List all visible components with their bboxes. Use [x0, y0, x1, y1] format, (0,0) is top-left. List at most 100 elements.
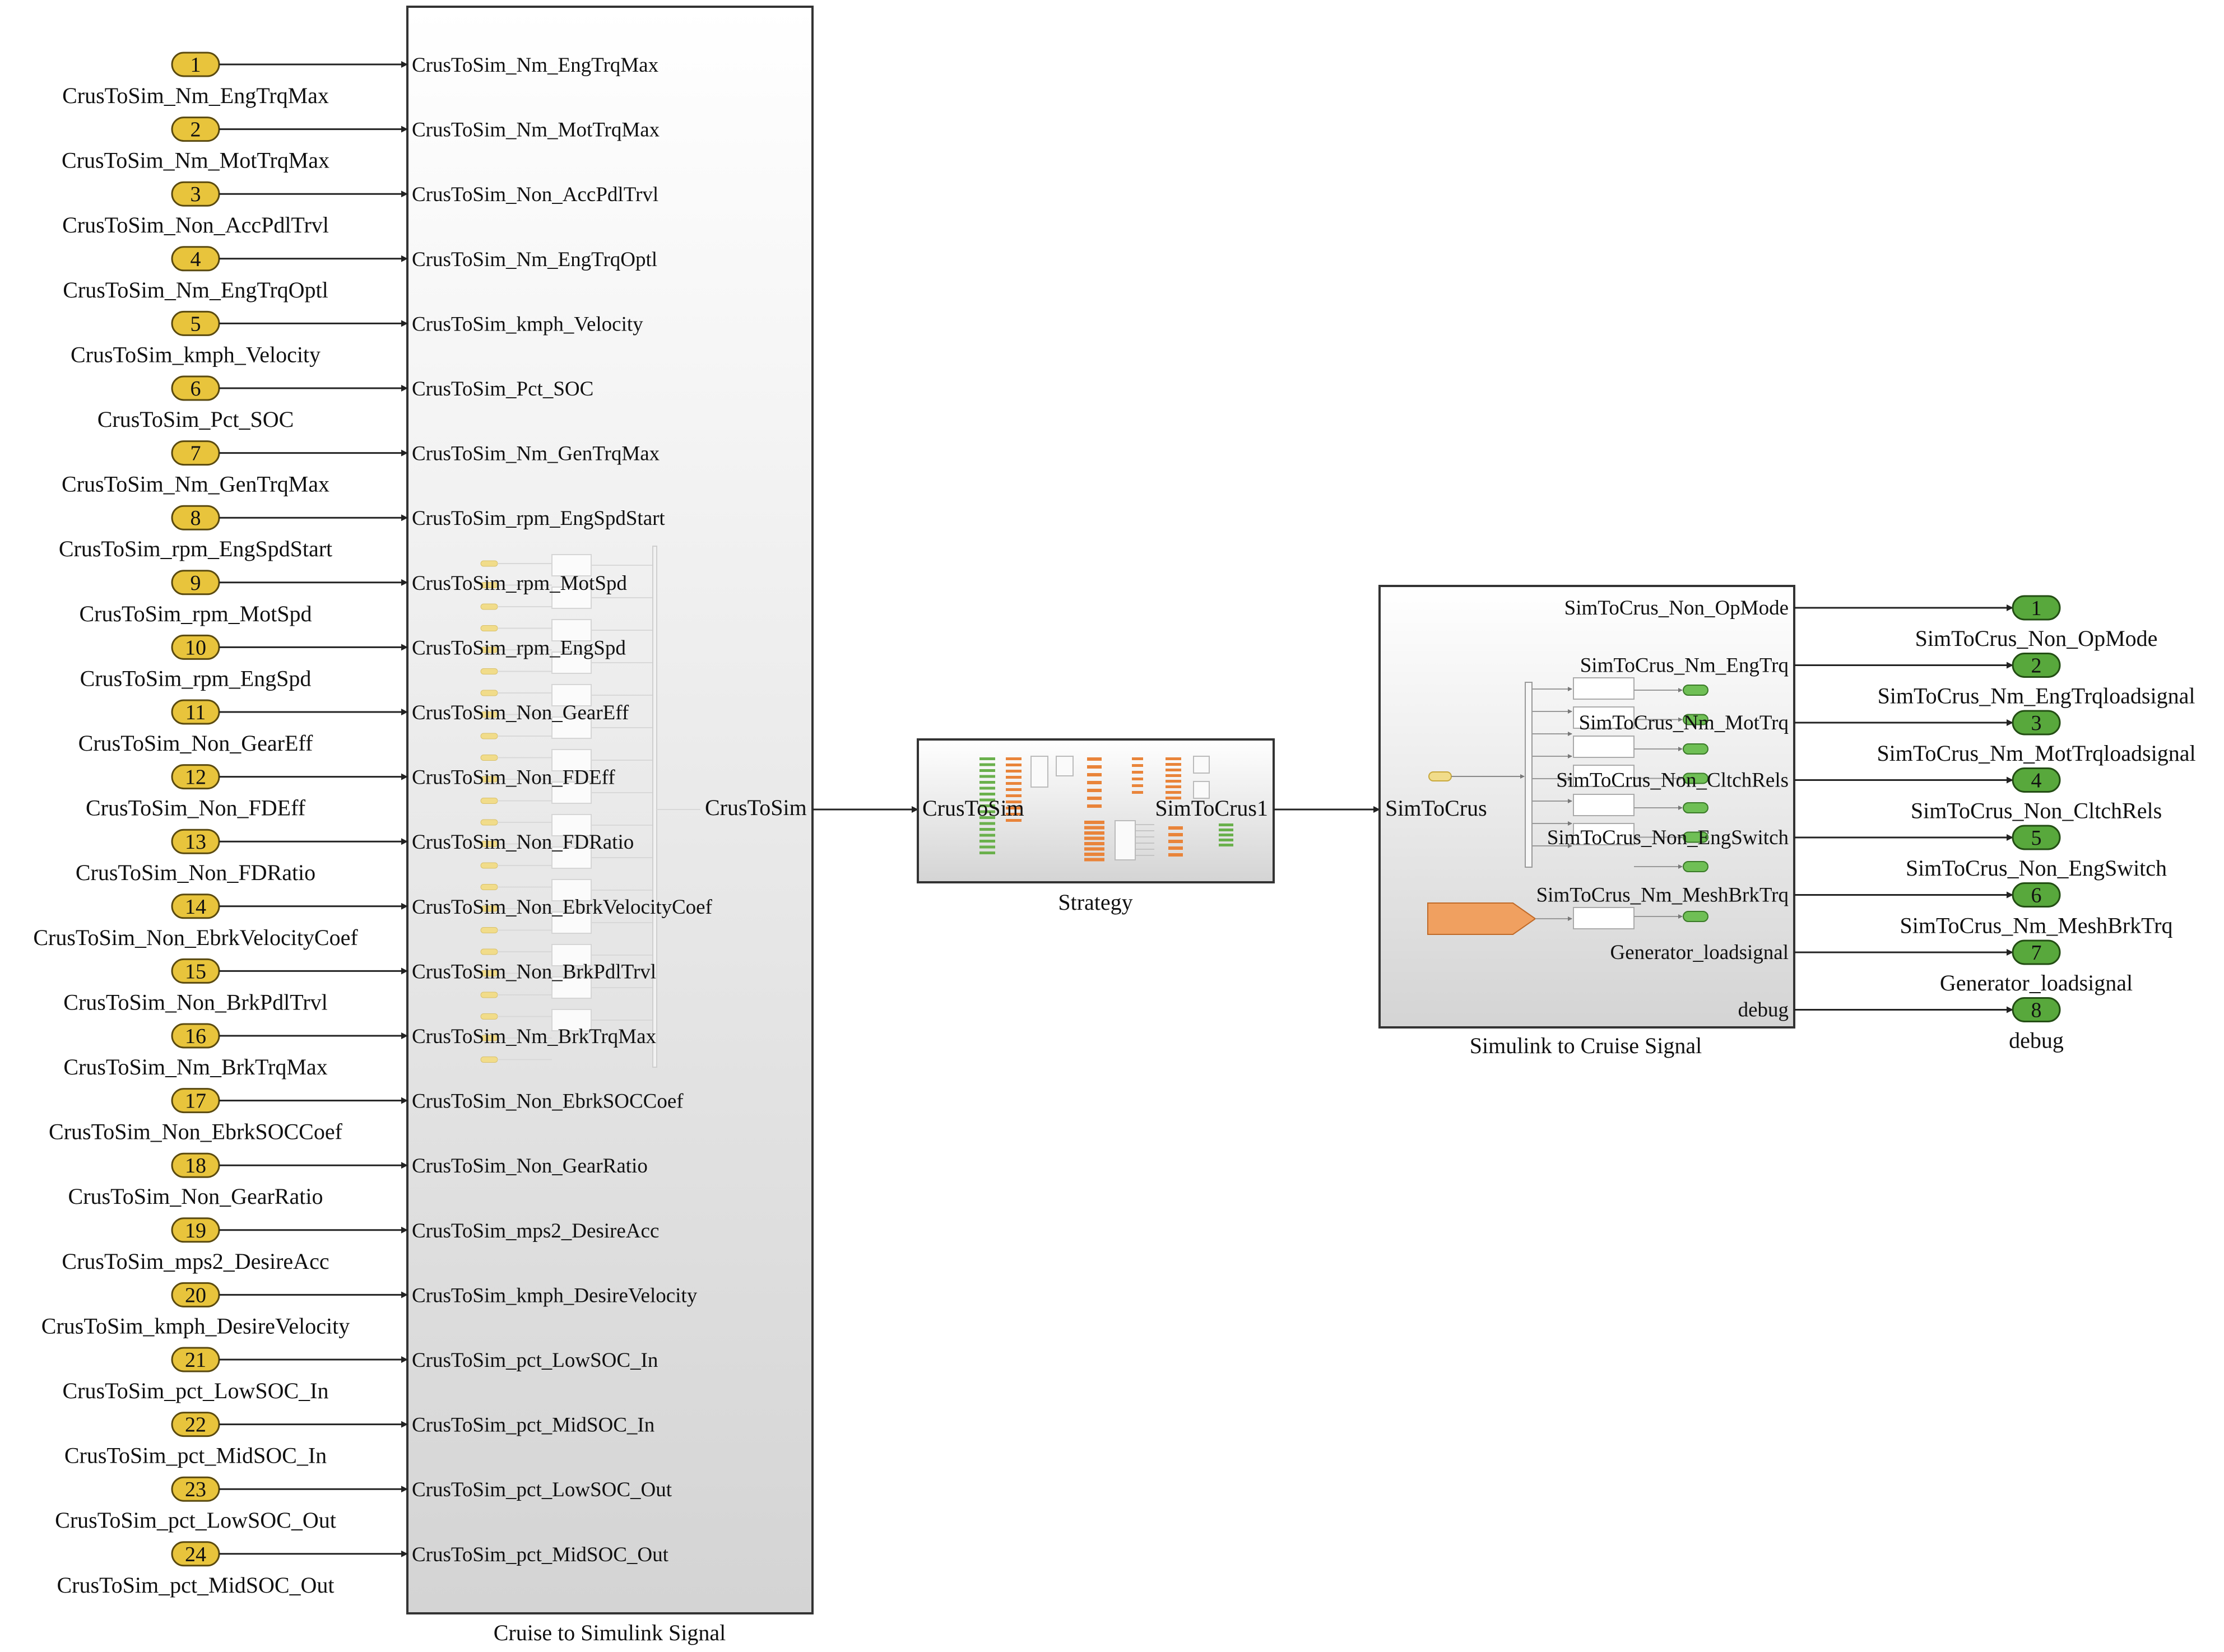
cruise-to-simulink-input-port: CrusToSim_kmph_Velocity: [412, 313, 643, 336]
strategy-thumbnail-from: [1168, 846, 1183, 850]
cruise-to-simulink-input-port: CrusToSim_Nm_GenTrqMax: [412, 443, 660, 466]
cruise-to-simulink-thumbnail: [480, 546, 700, 1068]
strategy-thumbnail-inport: [979, 816, 995, 819]
thumbnail-outport: [1683, 802, 1708, 813]
inport-number: 10: [185, 636, 206, 659]
strategy-thumbnail-goto: [1006, 794, 1022, 797]
strategy-thumbnail-block: [1056, 756, 1074, 776]
outport-name: SimToCrus_Non_CltchRels: [1911, 798, 2162, 823]
outport-shape[interactable]: [2012, 997, 2061, 1022]
strategy-thumbnail-goto: [1132, 764, 1143, 767]
cruise-to-simulink-input-port: CrusToSim_kmph_DesireVelocity: [412, 1284, 698, 1307]
strategy-thumbnail-outport: [1219, 839, 1233, 841]
strategy-thumbnail-from: [1087, 757, 1102, 761]
outport-shape[interactable]: [2012, 710, 2061, 736]
thumbnail-outport: [1683, 685, 1708, 696]
thumbnail-block: [551, 619, 592, 641]
thumbnail-block: [1573, 765, 1635, 787]
strategy-thumbnail-from: [1166, 769, 1181, 771]
strategy-thumbnail-goto: [1006, 757, 1022, 760]
outport-shape[interactable]: [2012, 882, 2061, 908]
strategy-thumbnail-block: [1030, 756, 1048, 788]
strategy-thumbnail-inport: [979, 851, 995, 854]
thumbnail-inport: [480, 992, 498, 998]
cruise-to-simulink-input-port: CrusToSim_Non_GearEff: [412, 701, 629, 724]
strategy-thumbnail-from: [1168, 840, 1183, 843]
cruise-to-simulink-block[interactable]: CrusToSim_Nm_EngTrqMaxCrusToSim_Nm_MotTr…: [406, 6, 814, 1614]
outport-number: 6: [2031, 884, 2042, 908]
cruise-to-simulink-input-port: CrusToSim_Nm_EngTrqMax: [412, 54, 659, 77]
strategy-thumbnail-from: [1087, 804, 1102, 808]
strategy-thumbnail-goto: [1132, 791, 1143, 794]
outport-shape[interactable]: [2012, 653, 2061, 678]
strategy-thumbnail-inport: [979, 804, 995, 807]
thumbnail-block: [551, 781, 592, 804]
strategy-input-label: CrusToSim: [922, 795, 1024, 821]
strategy-thumbnail-goto: [1132, 757, 1143, 760]
inport-number: 2: [191, 118, 201, 142]
thumbnail-inport: [480, 755, 498, 761]
strategy-thumbnail-inport: [979, 763, 995, 766]
strategy-thumbnail-from: [1084, 836, 1104, 840]
strategy-thumbnail-inport: [979, 769, 995, 772]
inport-name: CrusToSim_pct_MidSOC_In: [64, 1443, 327, 1468]
outport-shape[interactable]: [2012, 939, 2061, 965]
cruise-to-simulink-input-port: CrusToSim_pct_MidSOC_Out: [412, 1543, 669, 1566]
strategy-thumbnail-from: [1087, 797, 1102, 800]
strategy-thumbnail-from: [1087, 781, 1102, 784]
inport-name: CrusToSim_rpm_MotSpd: [79, 601, 312, 626]
simulink-to-cruise-block[interactable]: SimToCrus SimToCrus_Non_OpModeSimToCrus_…: [1378, 585, 1795, 1029]
strategy-thumbnail-from: [1166, 791, 1181, 794]
strategy-block[interactable]: CrusToSim SimToCrus1: [917, 738, 1275, 883]
thumbnail-inport: [480, 927, 498, 933]
outport-number: 5: [2031, 826, 2042, 850]
outport-number: 4: [2031, 769, 2042, 793]
cruise-to-simulink-input-port: CrusToSim_pct_LowSOC_Out: [412, 1478, 672, 1501]
thumbnail-block: [1573, 794, 1635, 816]
outport-shape[interactable]: [2012, 825, 2061, 850]
outport-group: 1SimToCrus_Non_OpMode2SimToCrus_Nm_EngTr…: [1794, 595, 2196, 1053]
strategy-thumbnail-goto: [1006, 764, 1022, 766]
outport-shape[interactable]: [2012, 595, 2061, 621]
strategy-thumbnail-block: [1193, 756, 1210, 774]
outport-shape[interactable]: [2012, 767, 2061, 793]
strategy-output-label: SimToCrus1: [1155, 795, 1268, 821]
strategy-thumbnail-block: [1115, 820, 1136, 860]
thumbnail-outport: [1683, 743, 1708, 755]
strategy-thumbnail-goto: [1006, 782, 1022, 785]
inport-name: CrusToSim_Nm_GenTrqMax: [62, 472, 329, 497]
inport-number: 4: [191, 248, 201, 271]
